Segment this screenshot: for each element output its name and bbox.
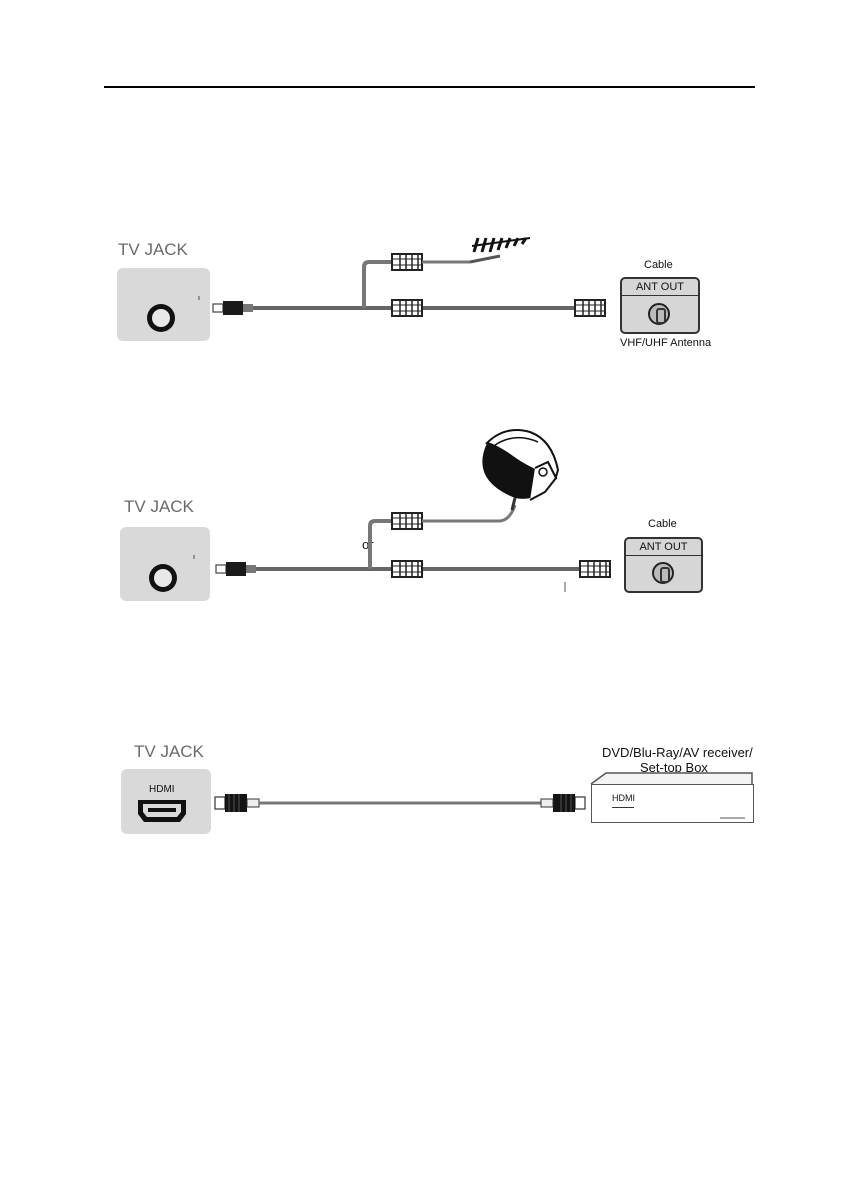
hdmi-plug-right-icon	[541, 794, 585, 812]
hdmi-plug-left-icon	[215, 794, 259, 812]
satellite-plug-icon	[392, 513, 422, 529]
tv-coax-plug-icon	[213, 301, 253, 315]
cable-plug-icon	[392, 300, 422, 316]
set-top-box-3d-edges	[591, 773, 752, 818]
cable-plug-icon	[392, 561, 422, 577]
tv-coax-port-icon	[147, 296, 199, 332]
tv-coax-port-icon	[149, 555, 194, 592]
antenna-icon	[472, 238, 530, 252]
antenna-branch-cable	[364, 262, 392, 308]
satellite-dish-icon	[482, 430, 558, 510]
satellite-branch-cable	[370, 521, 392, 569]
tv-coax-plug-icon	[216, 562, 256, 576]
hdmi-port-icon	[138, 800, 186, 822]
satellite-cable	[422, 505, 515, 521]
antenna-cable-end	[470, 256, 500, 262]
wall-plug-icon	[580, 561, 610, 577]
antenna-plug-icon	[392, 254, 422, 270]
wall-plug-icon	[575, 300, 605, 316]
